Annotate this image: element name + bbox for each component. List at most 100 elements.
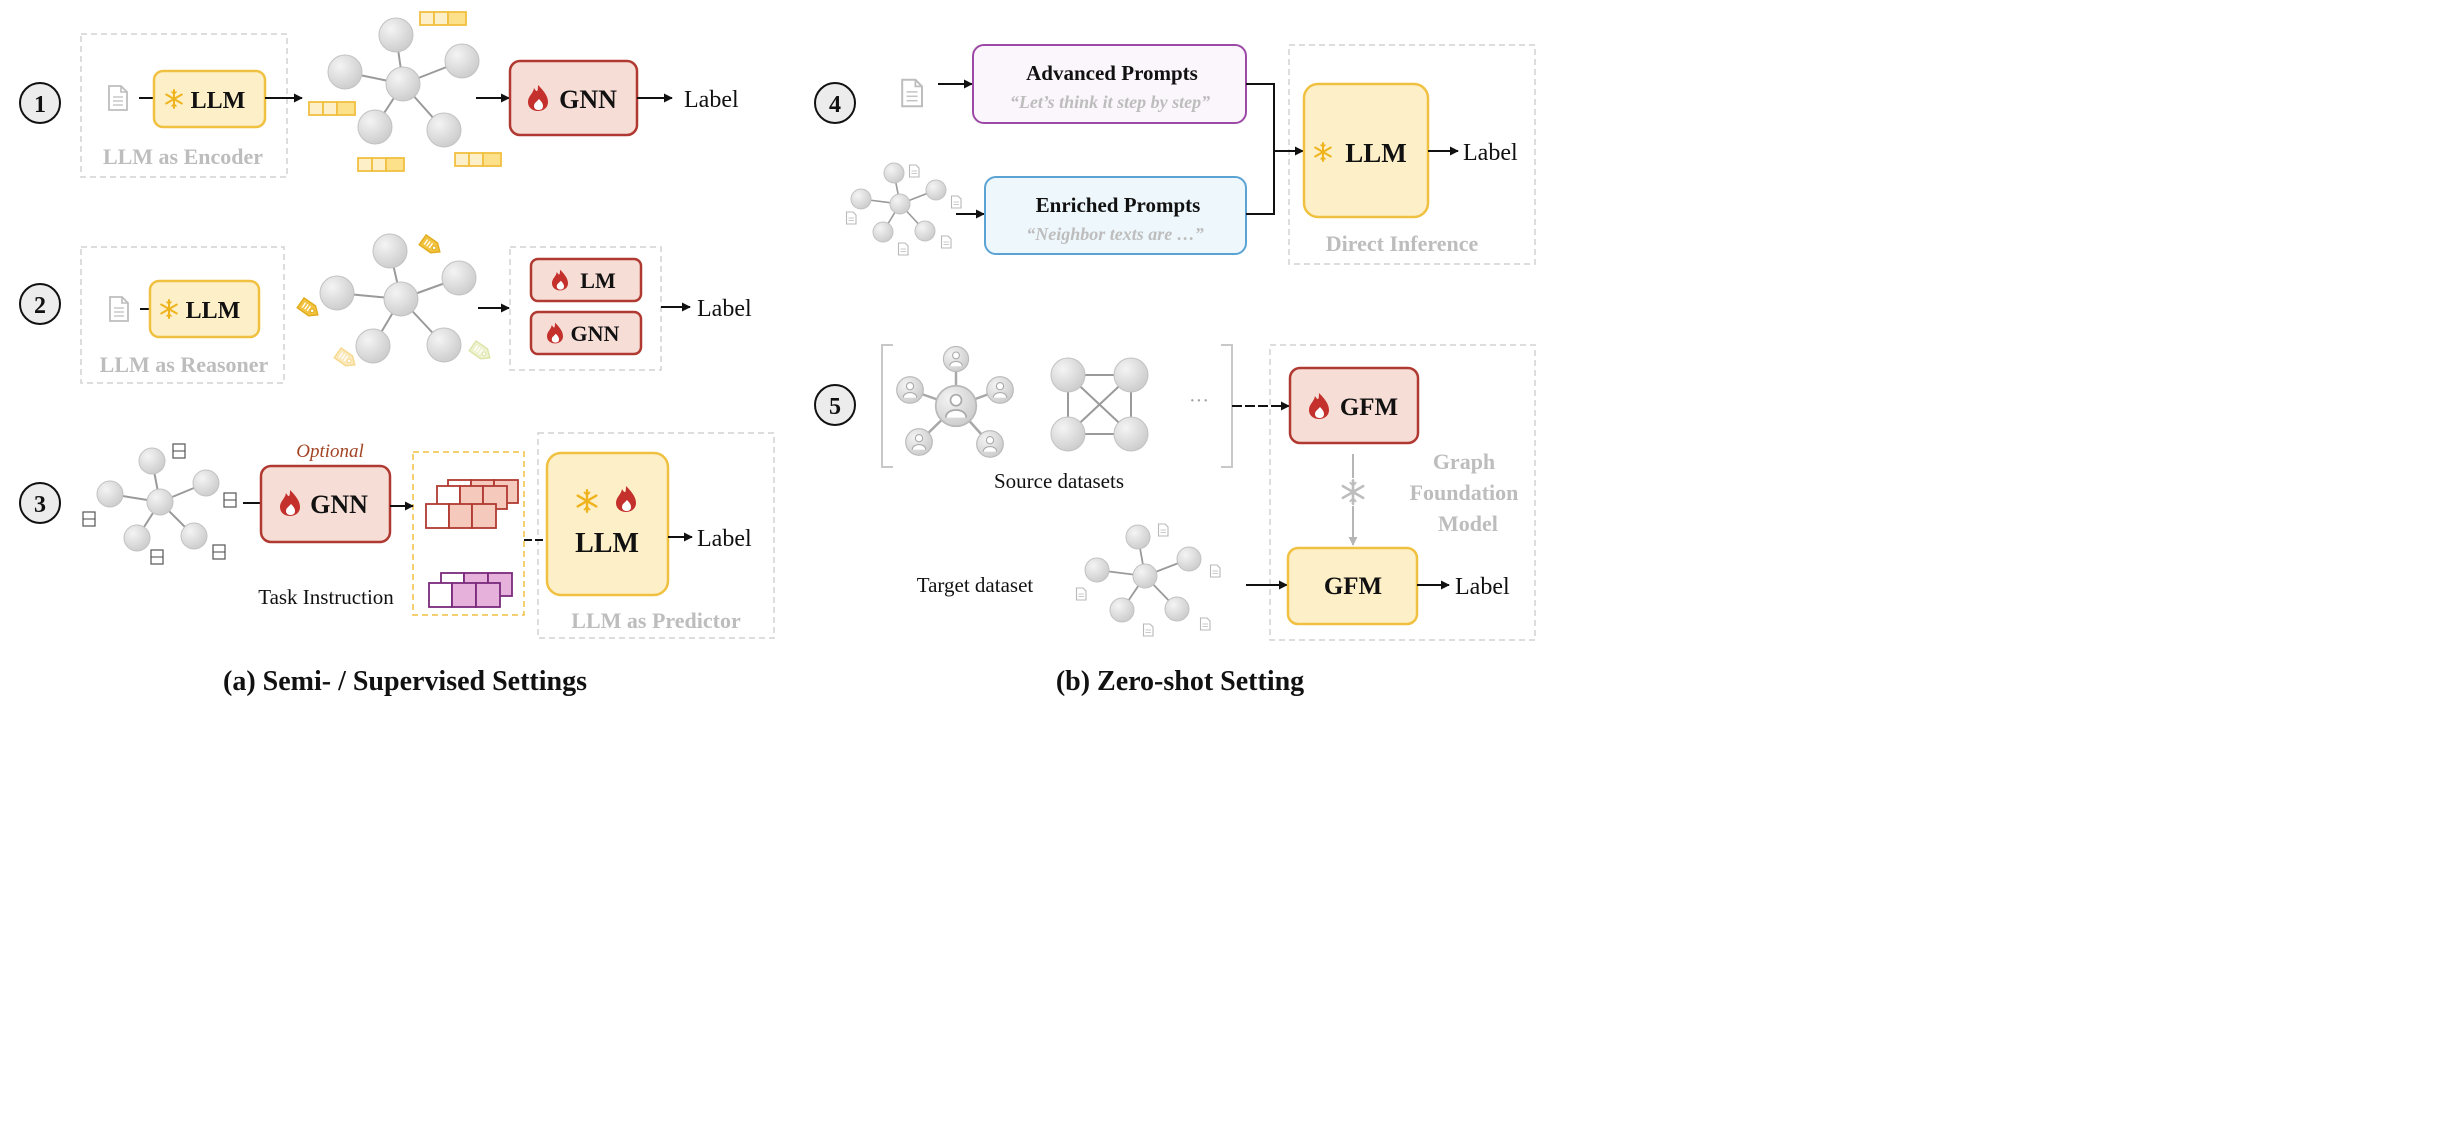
instruction-embedding-stack [428, 572, 513, 608]
svg-text:GNN: GNN [559, 85, 617, 114]
enriched-prompts-box: Enriched Prompts “Neighbor texts are …” [984, 176, 1247, 255]
document-icon [108, 85, 128, 111]
reasoner-caption: LLM as Reasoner [100, 352, 269, 377]
row2-gnn-box: GNN [529, 310, 643, 356]
svg-text:5: 5 [829, 394, 841, 420]
svg-text:2: 2 [34, 293, 46, 319]
document-icon [1142, 623, 1154, 637]
table-icon [223, 492, 237, 508]
svg-text:GNN: GNN [571, 321, 620, 346]
svg-text:LM: LM [580, 268, 616, 293]
person-icon [986, 376, 1014, 404]
source-datasets-label: Source datasets [994, 469, 1124, 493]
person-icon [934, 384, 978, 428]
feature-vector [357, 157, 405, 172]
table-icon [212, 544, 226, 560]
document-icon [897, 242, 909, 256]
row3-llm-box: LLM [545, 451, 670, 597]
step-2-badge: 2 [19, 283, 61, 325]
lm-gnn-frame [509, 246, 662, 371]
feature-vector [454, 152, 502, 167]
panel-a-caption: (a) Semi- / Supervised Settings [223, 666, 587, 697]
row2-lm-box: LM [529, 257, 643, 303]
svg-text:LLM: LLM [1345, 138, 1407, 168]
gfm-pretrain-box: GFM [1288, 366, 1420, 445]
direct-inference-frame [1288, 44, 1536, 265]
task-instruction-label: Task Instruction [258, 585, 394, 609]
row4-label: Label [1463, 140, 1518, 166]
gfm-inference-box: GFM [1286, 546, 1419, 626]
svg-text:1: 1 [34, 92, 46, 118]
feature-vector [419, 11, 467, 26]
person-icon [896, 376, 924, 404]
svg-text:GFM: GFM [1324, 573, 1382, 600]
person-icon [905, 428, 933, 456]
table-icon [150, 549, 164, 565]
svg-text:Advanced Prompts: Advanced Prompts [1026, 61, 1198, 85]
document-icon [845, 211, 857, 225]
graph-3 [96, 447, 220, 552]
gfm-caption-line1: Graph [1433, 449, 1495, 474]
predictor-caption: LLM as Predictor [571, 608, 741, 633]
document-icon [901, 78, 923, 108]
encoder-caption: LLM as Encoder [103, 144, 263, 169]
optional-label: Optional [296, 441, 364, 462]
row3-label: Label [697, 526, 752, 552]
document-icon [1157, 523, 1169, 537]
graph-1 [327, 17, 480, 148]
document-icon [908, 164, 920, 178]
svg-text:LLM: LLM [191, 88, 246, 114]
gfm-caption-line3: Model [1438, 511, 1498, 536]
row5-label: Label [1455, 574, 1510, 600]
tag-icon [468, 340, 494, 364]
svg-text:4: 4 [829, 92, 841, 118]
graph-2 [319, 233, 477, 364]
target-dataset-label: Target dataset [917, 573, 1034, 597]
row3-gnn-box: GNN [259, 464, 392, 544]
document-icon [1209, 564, 1221, 578]
table-icon [82, 511, 96, 527]
row2-label: Label [697, 296, 752, 322]
row2-llm-box: LLM [148, 279, 261, 339]
feature-vector [308, 101, 356, 116]
tag-icon [418, 234, 444, 258]
complete-graph [1050, 357, 1149, 452]
svg-text:GNN: GNN [310, 490, 368, 519]
step-4-badge: 4 [814, 82, 856, 124]
document-icon [1199, 617, 1211, 631]
target-graph [1084, 524, 1202, 623]
diagram-canvas: 1 2 3 4 5 LLM LLM as Encoder [0, 0, 1552, 723]
left-bracket [881, 344, 893, 468]
svg-text:Enriched Prompts: Enriched Prompts [1036, 193, 1201, 217]
gfm-caption-line2: Foundation [1410, 480, 1519, 505]
person-icon [942, 345, 970, 373]
document-icon [940, 235, 952, 249]
social-graph [896, 345, 1014, 458]
step-3-badge: 3 [19, 482, 61, 524]
llm-graph-diagram: 1 2 3 4 5 LLM LLM as Encoder [19, 11, 1536, 697]
svg-text:GFM: GFM [1340, 394, 1398, 421]
ellipsis: ··· [1189, 390, 1209, 412]
svg-text:LLM: LLM [186, 298, 241, 324]
direct-inference-caption: Direct Inference [1326, 231, 1479, 256]
document-icon [950, 195, 962, 209]
document-icon [109, 296, 129, 322]
embedding-frame [412, 451, 525, 616]
row1-gnn-box: GNN [508, 59, 639, 137]
reasoner-frame [80, 246, 285, 384]
row1-label: Label [684, 87, 739, 113]
tag-icon [333, 347, 359, 371]
graph-4 [850, 162, 947, 243]
svg-text:“Neighbor texts are …”: “Neighbor texts are …” [1026, 224, 1204, 244]
node-embedding-stack [425, 479, 519, 529]
step-5-badge: 5 [814, 384, 856, 426]
tag-icon [296, 297, 322, 321]
step-1-badge: 1 [19, 82, 61, 124]
svg-text:LLM: LLM [575, 528, 639, 559]
right-bracket [1221, 344, 1233, 468]
table-icon [172, 443, 186, 459]
encoder-frame [80, 33, 288, 178]
panel-b-caption: (b) Zero-shot Setting [1056, 666, 1304, 697]
row1-llm-box: LLM [152, 69, 267, 129]
person-icon [976, 430, 1004, 458]
